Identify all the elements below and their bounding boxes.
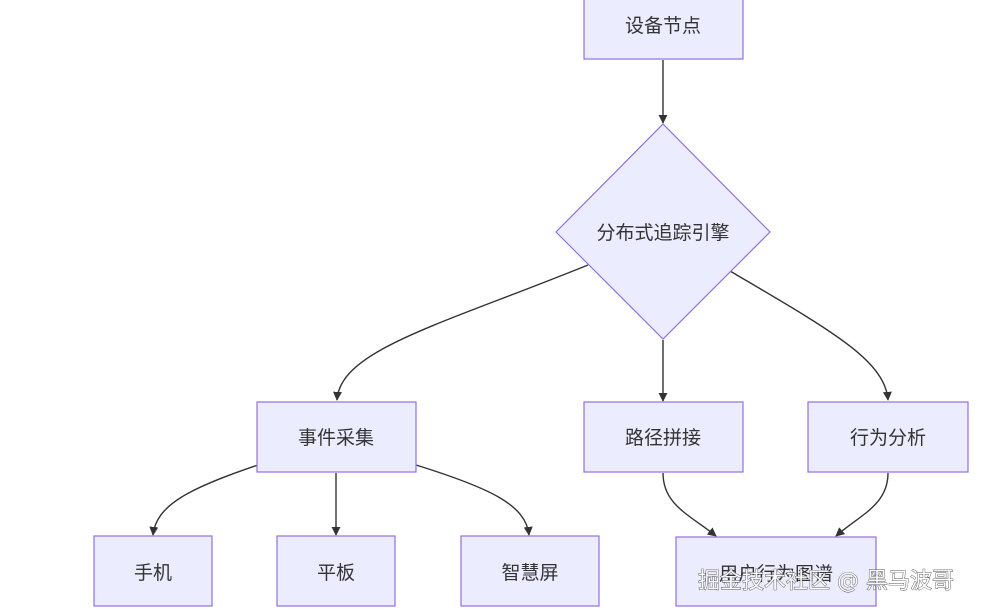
node-event-label: 事件采集 [298,427,374,449]
edge-engine-behavior [729,270,892,401]
node-graph: 用户行为图谱 [675,536,877,607]
node-engine-label: 分布式追踪引擎 [596,222,729,244]
node-device-label: 设备节点 [625,15,701,37]
node-tablet-label: 平板 [317,562,355,584]
node-phone-label: 手机 [134,562,172,584]
node-engine: 分布式追踪引擎 [555,123,771,340]
edge-event-screen [415,464,533,536]
node-graph-label: 用户行为图谱 [719,563,833,585]
node-screen: 智慧屏 [460,535,600,607]
edge-engine-event [333,264,589,401]
edges [149,60,892,537]
node-screen-label: 智慧屏 [501,562,558,584]
edge-behavior-graph [835,472,889,537]
watermark-text: 掘金技术社区 @ 黑马波哥 [698,569,954,594]
node-phone: 手机 [93,535,213,607]
node-behavior-label: 行为分析 [850,427,926,449]
edge-path-graph [662,472,717,537]
node-path-label: 路径拼接 [625,427,701,449]
edge-event-phone [149,464,259,536]
node-tablet: 平板 [276,535,396,607]
node-path: 路径拼接 [583,401,744,473]
node-device: 设备节点 [583,0,744,60]
node-behavior: 行为分析 [807,401,969,473]
node-event: 事件采集 [256,401,417,473]
